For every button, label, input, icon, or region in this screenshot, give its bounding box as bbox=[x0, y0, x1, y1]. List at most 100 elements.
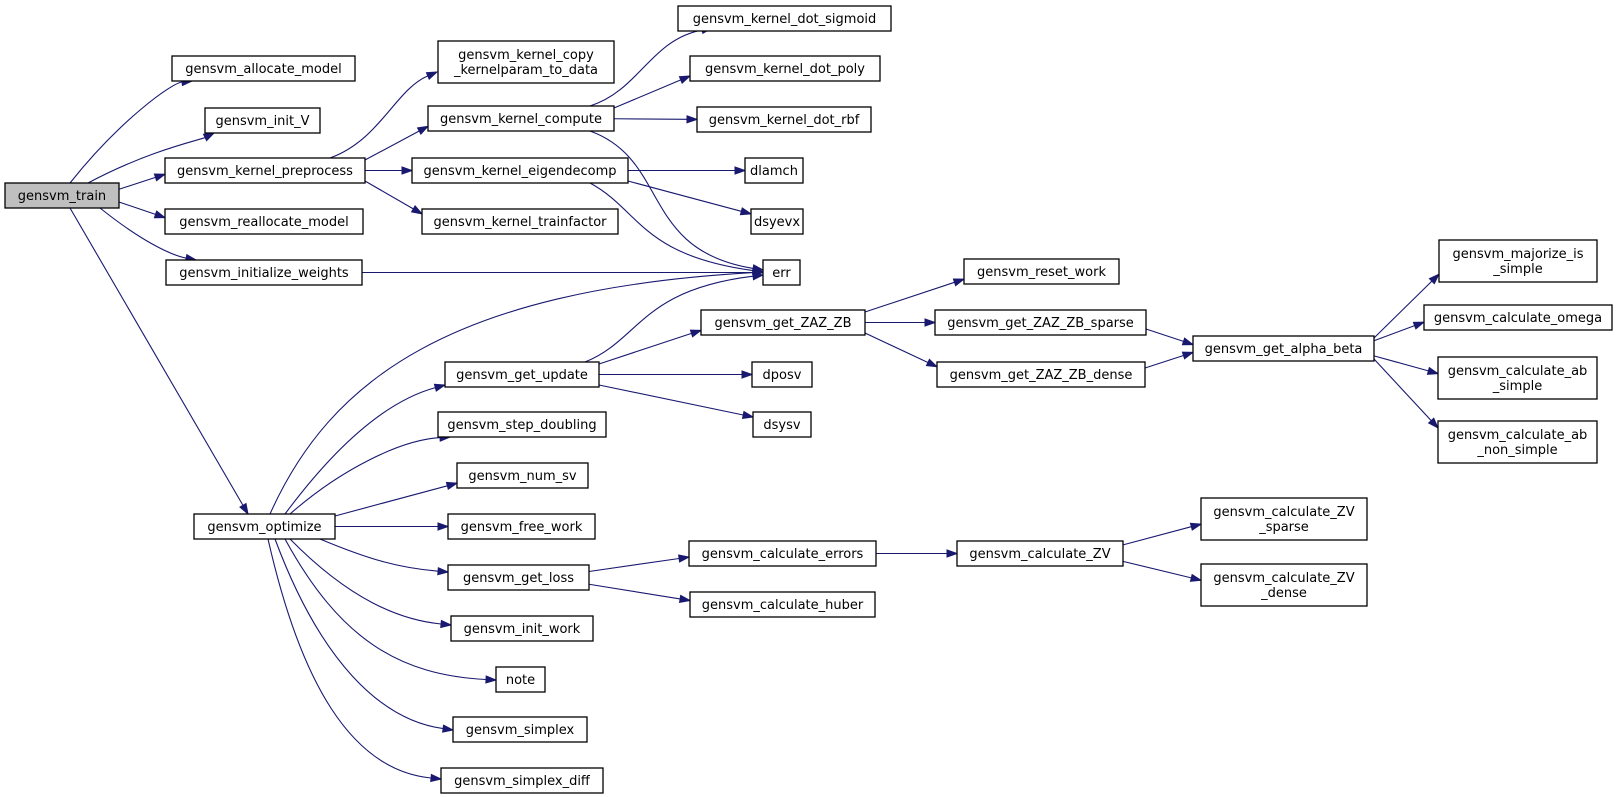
edge-line bbox=[269, 272, 754, 515]
edge-kprep-to-kcomp bbox=[364, 125, 430, 161]
node-dsyevx[interactable]: dsyevx bbox=[750, 208, 804, 235]
edge-line bbox=[1373, 355, 1429, 372]
node-initwork[interactable]: gensvm_init_work bbox=[450, 615, 594, 642]
node-label: gensvm_calculate_ZV bbox=[969, 547, 1110, 562]
node-label: _dense bbox=[1260, 586, 1307, 601]
arrowhead bbox=[1426, 366, 1440, 375]
arrowhead bbox=[689, 329, 703, 338]
node-label: _non_simple bbox=[1476, 443, 1557, 458]
node-freew[interactable]: gensvm_free_work bbox=[447, 513, 596, 540]
node-box bbox=[1437, 356, 1598, 400]
edge-line bbox=[1373, 280, 1433, 339]
arrowhead bbox=[678, 554, 691, 563]
node-dsysv[interactable]: dsysv bbox=[752, 411, 812, 438]
node-sdiff[interactable]: gensvm_simplex_diff bbox=[440, 767, 604, 794]
node-getloss[interactable]: gensvm_get_loss bbox=[447, 564, 590, 591]
edge-line bbox=[267, 538, 432, 779]
arrowhead bbox=[153, 210, 167, 219]
edge-line bbox=[334, 485, 448, 517]
arrowhead bbox=[425, 71, 439, 81]
node-train[interactable]: gensvm_train bbox=[4, 182, 120, 209]
node-zazs[interactable]: gensvm_get_ZAZ_ZB_sparse bbox=[934, 309, 1147, 336]
node-numsv[interactable]: gensvm_num_sv bbox=[456, 462, 589, 489]
node-box bbox=[437, 411, 607, 438]
node-box bbox=[427, 105, 615, 132]
node-box bbox=[700, 309, 866, 336]
node-getupd[interactable]: gensvm_get_update bbox=[444, 361, 600, 388]
edge-kprep-to-ktf bbox=[364, 180, 424, 215]
node-box bbox=[696, 106, 872, 133]
node-ksig[interactable]: gensvm_kernel_dot_sigmoid bbox=[677, 5, 892, 32]
edge-kcomp-to-kpoly bbox=[613, 75, 692, 109]
node-label: gensvm_calculate_omega bbox=[1434, 311, 1602, 326]
node-czvd[interactable]: gensvm_calculate_ZV_dense bbox=[1200, 563, 1368, 607]
node-keig[interactable]: gensvm_kernel_eigendecomp bbox=[411, 157, 629, 184]
node-abns[interactable]: gensvm_calculate_ab_non_simple bbox=[1437, 420, 1598, 464]
node-ab[interactable]: gensvm_get_alpha_beta bbox=[1192, 335, 1375, 362]
arrowhead bbox=[952, 278, 966, 287]
node-dposv[interactable]: dposv bbox=[751, 361, 813, 388]
node-label: dposv bbox=[763, 368, 802, 383]
edge-ab-to-abns bbox=[1373, 358, 1440, 430]
edge-keig-to-dlamch bbox=[628, 166, 747, 175]
arrowhead bbox=[741, 370, 754, 379]
node-label: gensvm_allocate_model bbox=[185, 62, 341, 77]
node-label: gensvm_get_ZAZ_ZB bbox=[715, 316, 852, 331]
node-simplex[interactable]: gensvm_simplex bbox=[452, 716, 588, 743]
arrowhead bbox=[752, 272, 765, 281]
node-box bbox=[437, 40, 615, 84]
arrowhead bbox=[686, 115, 699, 124]
node-resetw[interactable]: gensvm_reset_work bbox=[963, 258, 1120, 285]
node-initw[interactable]: gensvm_initialize_weights bbox=[165, 259, 363, 286]
node-note[interactable]: note bbox=[495, 666, 546, 693]
arrowhead bbox=[202, 132, 216, 142]
edge-kprep-to-kcopy bbox=[329, 71, 439, 159]
edge-train-to-opt bbox=[69, 207, 249, 516]
node-box bbox=[421, 208, 619, 235]
node-box bbox=[171, 55, 356, 82]
node-kcopy[interactable]: gensvm_kernel_copy_kernelparam_to_data bbox=[437, 40, 615, 84]
node-box bbox=[934, 309, 1147, 336]
node-omega[interactable]: gensvm_calculate_omega bbox=[1423, 304, 1613, 331]
node-box bbox=[164, 157, 366, 184]
node-chub[interactable]: gensvm_calculate_huber bbox=[689, 591, 876, 618]
node-label: gensvm_init_V bbox=[215, 114, 309, 129]
node-stepd[interactable]: gensvm_step_doubling bbox=[437, 411, 607, 438]
node-box bbox=[744, 157, 804, 184]
node-krbf[interactable]: gensvm_kernel_dot_rbf bbox=[696, 106, 872, 133]
node-alloc[interactable]: gensvm_allocate_model bbox=[171, 55, 356, 82]
node-opt[interactable]: gensvm_optimize bbox=[193, 513, 336, 540]
node-kcomp[interactable]: gensvm_kernel_compute bbox=[427, 105, 615, 132]
node-zazd[interactable]: gensvm_get_ZAZ_ZB_dense bbox=[936, 361, 1146, 388]
node-box bbox=[204, 107, 321, 134]
edge-line bbox=[613, 79, 682, 109]
node-majs[interactable]: gensvm_majorize_is_simple bbox=[1438, 239, 1598, 283]
node-zaz[interactable]: gensvm_get_ZAZ_ZB bbox=[700, 309, 866, 336]
node-dlamch[interactable]: dlamch bbox=[744, 157, 804, 184]
node-ktf[interactable]: gensvm_kernel_trainfactor bbox=[421, 208, 619, 235]
node-box bbox=[956, 540, 1124, 567]
arrowhead bbox=[925, 358, 939, 368]
node-initV[interactable]: gensvm_init_V bbox=[204, 107, 321, 134]
node-czvs[interactable]: gensvm_calculate_ZV_sparse bbox=[1200, 497, 1368, 541]
node-kpoly[interactable]: gensvm_kernel_dot_poly bbox=[689, 55, 881, 82]
edge-line bbox=[329, 75, 429, 159]
node-label: gensvm_get_ZAZ_ZB_dense bbox=[950, 368, 1133, 383]
edge-ab-to-omega bbox=[1373, 321, 1426, 342]
edge-opt-to-initwork bbox=[289, 538, 453, 629]
edge-getupd-to-dposv bbox=[599, 370, 754, 379]
edge-line bbox=[598, 332, 692, 365]
edge-opt-to-simplex bbox=[274, 538, 455, 733]
arrowhead bbox=[445, 481, 459, 490]
node-box bbox=[1438, 239, 1598, 283]
node-kprep[interactable]: gensvm_kernel_preprocess bbox=[164, 157, 366, 184]
edge-line bbox=[864, 281, 955, 313]
node-err[interactable]: err bbox=[762, 259, 801, 286]
node-realloc[interactable]: gensvm_reallocate_model bbox=[164, 208, 364, 235]
node-box bbox=[456, 462, 589, 489]
node-czv[interactable]: gensvm_calculate_ZV bbox=[956, 540, 1124, 567]
edge-cerr-to-czv bbox=[876, 549, 959, 558]
node-cerr[interactable]: gensvm_calculate_errors bbox=[688, 540, 877, 567]
edge-initw-to-err bbox=[362, 268, 765, 277]
node-abs[interactable]: gensvm_calculate_ab_simple bbox=[1437, 356, 1598, 400]
